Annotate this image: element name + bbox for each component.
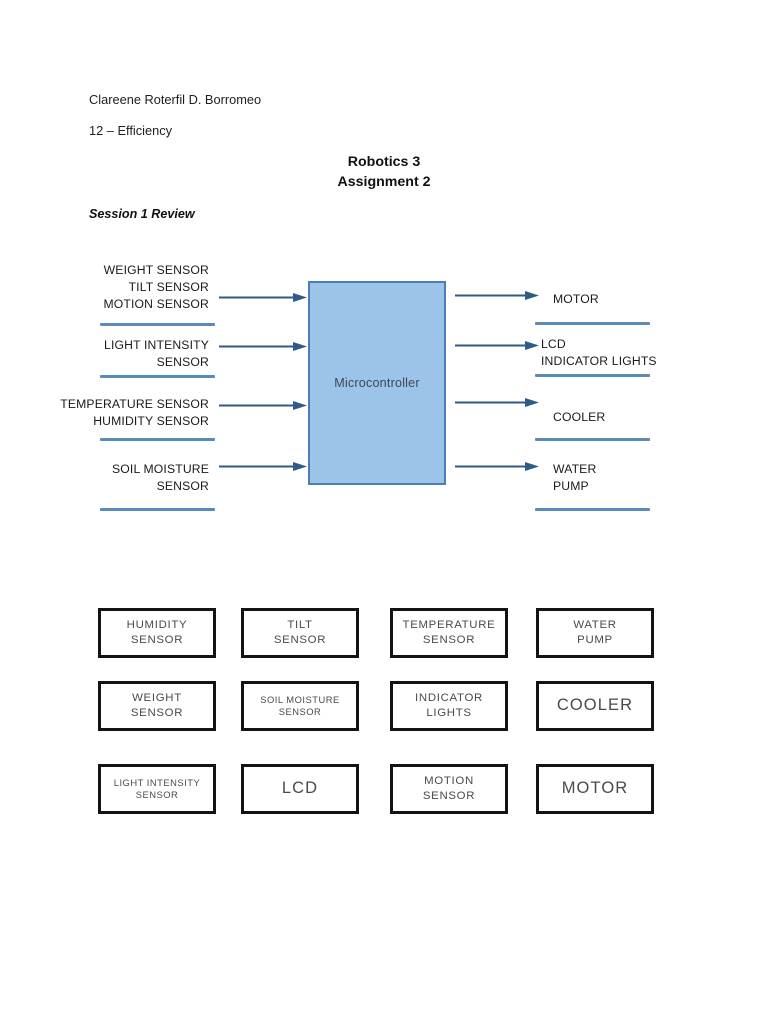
component-box-line: SENSOR <box>278 706 322 717</box>
output-label: PUMP <box>553 479 589 493</box>
output-label: INDICATOR LIGHTS <box>541 354 657 368</box>
output-divider-3 <box>535 438 650 441</box>
output-arrow-3 <box>455 397 539 408</box>
component-box-water-pump[interactable]: WATER PUMP <box>536 608 654 658</box>
component-box-tilt-sensor[interactable]: TILT SENSOR <box>241 608 359 658</box>
block-diagram: Microcontroller WEIGHT SENSOR TILT SENSO… <box>29 262 743 511</box>
input-label: LIGHT INTENSITY <box>104 338 209 352</box>
component-box-line: SENSOR <box>130 634 184 646</box>
page-title: Robotics 3 Assignment 2 <box>0 152 768 192</box>
component-box-indicator-lights[interactable]: INDICATOR LIGHTS <box>390 681 508 731</box>
title-line-1: Robotics 3 <box>347 154 421 170</box>
component-box-line: MOTION <box>424 775 474 788</box>
input-label: TEMPERATURE SENSOR <box>60 397 209 411</box>
output-arrow-4 <box>455 461 539 472</box>
input-label: SENSOR <box>156 355 209 369</box>
component-box-line: SENSOR <box>273 634 327 646</box>
input-arrow-2 <box>219 341 307 352</box>
input-group-3: TEMPERATURE SENSOR HUMIDITY SENSOR <box>29 396 209 430</box>
output-group-2: LCD INDICATOR LIGHTS <box>541 336 741 370</box>
component-box-line: PUMP <box>577 634 613 646</box>
output-divider-4 <box>535 508 650 511</box>
output-label: LCD <box>541 337 566 351</box>
component-box-lcd[interactable]: LCD <box>241 764 359 814</box>
output-group-4: WATER PUMP <box>553 461 743 495</box>
input-label: TILT SENSOR <box>128 280 209 294</box>
output-divider-2 <box>535 374 650 377</box>
input-group-4: SOIL MOISTURE SENSOR <box>29 461 209 495</box>
component-box-motion-sensor[interactable]: MOTION SENSOR <box>390 764 508 814</box>
component-box-line: LIGHTS <box>426 707 472 719</box>
microcontroller-label: Microcontroller <box>334 376 420 390</box>
component-box-line: TILT <box>287 619 313 632</box>
component-box-line: SOIL MOISTURE <box>260 693 340 705</box>
component-box-temperature-sensor[interactable]: TEMPERATURE SENSOR <box>390 608 508 658</box>
component-box-soil-moisture-sensor[interactable]: SOIL MOISTURE SENSOR <box>241 681 359 731</box>
section-heading: Session 1 Review <box>89 207 195 221</box>
output-divider-1 <box>535 322 650 325</box>
input-group-1: WEIGHT SENSOR TILT SENSOR MOTION SENSOR <box>29 262 209 313</box>
component-box-cooler[interactable]: COOLER <box>536 681 654 731</box>
component-box-light-intensity-sensor[interactable]: LIGHT INTENSITY SENSOR <box>98 764 216 814</box>
output-label: MOTOR <box>553 292 599 306</box>
student-name: Clareene Roterfil D. Borromeo <box>89 92 262 107</box>
input-label: SOIL MOISTURE <box>112 462 209 476</box>
microcontroller-block: Microcontroller <box>308 281 446 485</box>
component-box-line: SENSOR <box>135 789 179 800</box>
input-arrow-4 <box>219 461 307 472</box>
component-box-humidity-sensor[interactable]: HUMIDITY SENSOR <box>98 608 216 658</box>
output-label: WATER <box>553 462 597 476</box>
component-box-line: COOLER <box>556 696 634 715</box>
component-box-line: TEMPERATURE <box>402 619 496 632</box>
component-box-line: LIGHT INTENSITY <box>113 776 201 788</box>
output-arrow-1 <box>455 290 539 301</box>
input-divider-3 <box>100 438 215 441</box>
input-divider-4 <box>100 508 215 511</box>
input-label: WEIGHT SENSOR <box>103 263 209 277</box>
output-group-3: COOLER <box>553 409 743 426</box>
input-label: SENSOR <box>156 479 209 493</box>
input-arrow-1 <box>219 292 307 303</box>
component-box-weight-sensor[interactable]: WEIGHT SENSOR <box>98 681 216 731</box>
component-box-line: SENSOR <box>422 634 476 646</box>
output-arrow-2 <box>455 340 539 351</box>
title-line-2: Assignment 2 <box>337 174 431 190</box>
component-box-line: MOTOR <box>561 779 629 798</box>
input-label: HUMIDITY SENSOR <box>93 414 209 428</box>
output-label: COOLER <box>553 410 606 424</box>
input-label: MOTION SENSOR <box>103 297 209 311</box>
component-box-line: INDICATOR <box>415 692 483 705</box>
input-divider-2 <box>100 375 215 378</box>
component-box-line: LCD <box>281 779 319 798</box>
input-divider-1 <box>100 323 215 326</box>
component-box-line: SENSOR <box>130 707 184 719</box>
component-box-line: HUMIDITY <box>126 619 188 632</box>
input-group-2: LIGHT INTENSITY SENSOR <box>29 337 209 371</box>
component-box-line: WATER <box>573 619 617 632</box>
component-box-motor[interactable]: MOTOR <box>536 764 654 814</box>
student-section: 12 – Efficiency <box>89 123 172 138</box>
component-box-line: SENSOR <box>422 790 476 802</box>
component-box-line: WEIGHT <box>132 692 182 705</box>
output-group-1: MOTOR <box>553 291 743 308</box>
input-arrow-3 <box>219 400 307 411</box>
